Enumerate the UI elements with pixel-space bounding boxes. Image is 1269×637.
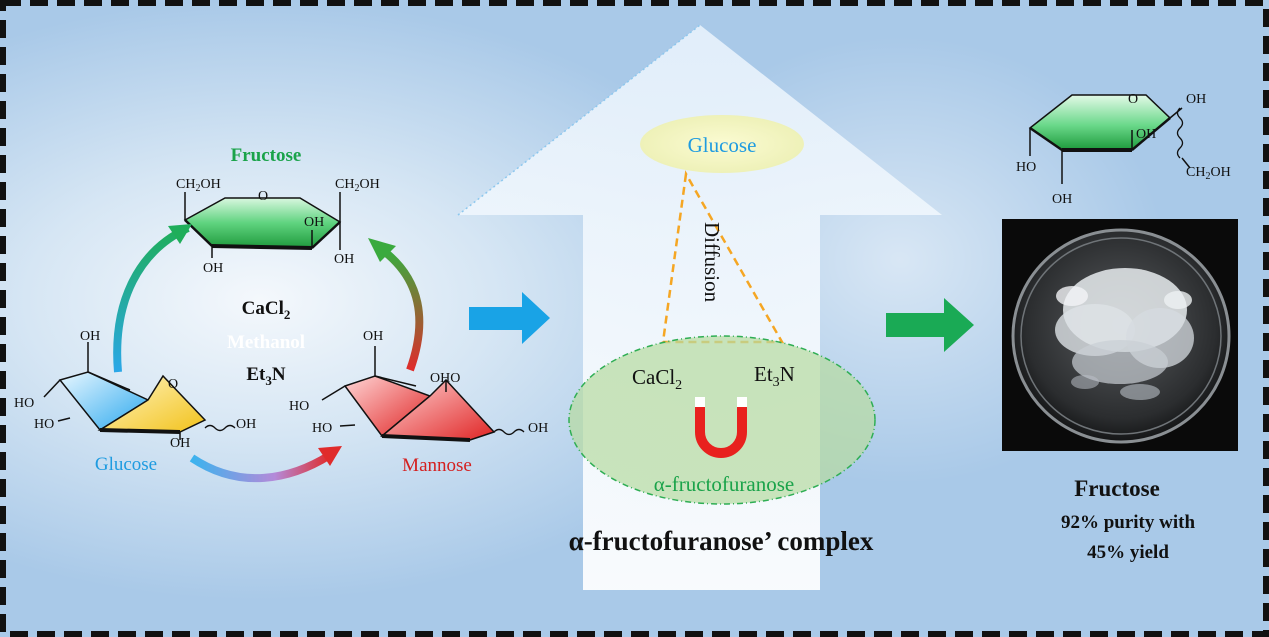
- pyranose-oh-inner: OH: [1136, 127, 1156, 142]
- glucose-oh-top: OH: [80, 329, 100, 344]
- glucose-to-fructose-arrowhead: [168, 224, 192, 244]
- mannose-ho-left-top: HO: [289, 399, 309, 414]
- complex-caption: α-fructofuranose’ complex: [569, 526, 874, 556]
- middle-cacl2: CaCl2: [632, 365, 682, 393]
- glucose-ellipse: [640, 115, 804, 173]
- diffusion-arrow-background: [457, 24, 942, 590]
- green-process-arrow: [886, 298, 974, 352]
- mannose-oh-top: OH: [363, 329, 383, 344]
- pyranose-oh-top: OH: [1186, 92, 1206, 107]
- pyranose-ho-left: HO: [1016, 160, 1036, 175]
- result-title: Fructose: [1074, 476, 1160, 501]
- fructose-oh-bottom: OH: [203, 261, 223, 276]
- magnet-icon: [695, 397, 747, 458]
- diffusion-triangle: [661, 170, 785, 344]
- glucose-oh-anomeric: OH: [236, 417, 256, 432]
- mannose-to-fructose-arrow: [382, 248, 424, 372]
- fructose-oh-right: OH: [334, 252, 354, 267]
- fructose-ch2oh-left: CH2OH: [176, 177, 221, 194]
- fructose-oh-inner: OH: [304, 215, 324, 230]
- complex-ellipse: [568, 335, 876, 505]
- reagent-methanol: Methanol: [227, 332, 305, 353]
- pyranose-structure: [1028, 94, 1191, 184]
- glucose-oh-bottom: OH: [170, 436, 190, 451]
- fructofuranose-label: α-fructofuranose: [654, 472, 794, 496]
- fructose-title: Fructose: [231, 145, 302, 166]
- middle-glucose-label: Glucose: [688, 133, 757, 157]
- glucose-ho-left-top: HO: [14, 396, 34, 411]
- glucose-ring-o: O: [168, 377, 178, 392]
- glucose-to-mannose-arrow: [189, 451, 333, 483]
- reagent-et3n: Et3N: [246, 364, 286, 388]
- glucose-to-mannose-arrowhead: [318, 446, 342, 466]
- mannose-ho-left-bottom: HO: [312, 421, 332, 436]
- result-yield: 45% yield: [1087, 542, 1169, 563]
- diffusion-label: Diffusion: [700, 222, 724, 303]
- glucose-label: Glucose: [95, 454, 157, 475]
- mannose-oh-anomeric: OH: [528, 421, 548, 436]
- mannose-oh-ring-o: OHO: [430, 371, 460, 386]
- glucose-to-fructose-arrow: [113, 224, 190, 373]
- mannose-structure: [321, 346, 525, 442]
- reagent-cacl2: CaCl2: [242, 298, 291, 322]
- pyranose-ring-o: O: [1128, 92, 1138, 107]
- glucose-ho-left-bottom: HO: [34, 417, 54, 432]
- pyranose-oh-bottom: OH: [1052, 192, 1072, 207]
- mannose-label: Mannose: [402, 455, 472, 476]
- mannose-to-fructose-arrowhead: [368, 238, 396, 262]
- fructose-structure: [183, 192, 342, 258]
- fructose-ch2oh-right: CH2OH: [335, 177, 380, 194]
- blue-process-arrow: [469, 292, 550, 344]
- middle-et3n: Et3N: [754, 362, 795, 390]
- pyranose-ch2oh: CH2OH: [1186, 165, 1231, 182]
- fructose-crystals-photo: [1002, 219, 1238, 451]
- glucose-structure: [43, 342, 236, 440]
- result-purity: 92% purity with: [1061, 512, 1196, 533]
- fructose-ring-o: O: [258, 189, 268, 204]
